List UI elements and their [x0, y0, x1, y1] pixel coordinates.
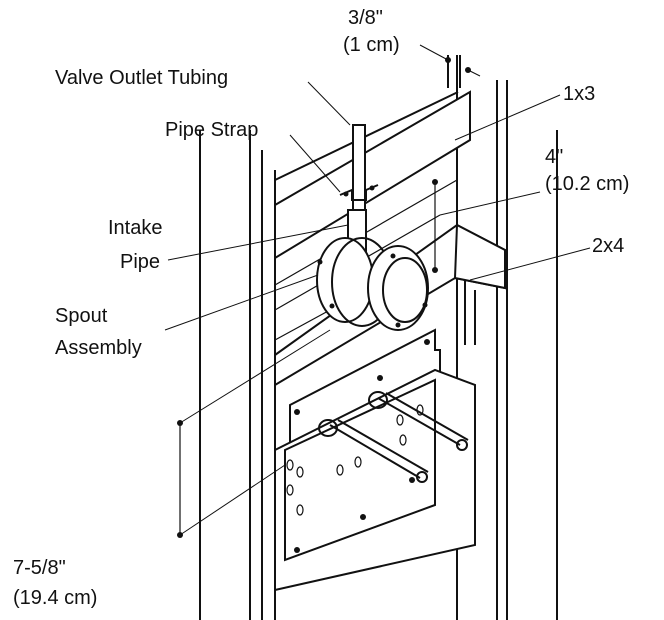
- leader-lines: [164, 81, 591, 331]
- text-labels: 3/8" (1 cm) Valve Outlet Tubing 1x3 Pipe…: [13, 7, 629, 609]
- label-four-cm: (10.2 cm): [545, 173, 629, 195]
- label-pipe-strap: Pipe Strap: [165, 119, 258, 141]
- label-gap-in: 3/8": [348, 7, 383, 29]
- plate-holes: [286, 339, 430, 553]
- left-stud: [199, 130, 276, 620]
- label-valve-outlet-tubing: Valve Outlet Tubing: [55, 67, 228, 89]
- threaded-rods: [318, 391, 469, 483]
- dimension-4in: [432, 179, 438, 273]
- label-height-cm: (19.4 cm): [13, 587, 97, 609]
- label-height-in: 7-5/8": [13, 557, 66, 579]
- label-spout-line2: Assembly: [55, 337, 142, 359]
- spout-assembly: [316, 209, 429, 331]
- pipe-strap: [339, 184, 379, 201]
- label-four-in: 4": [545, 146, 563, 168]
- label-one-by-three: 1x3: [563, 83, 595, 105]
- label-gap-cm: (1 cm): [343, 34, 400, 56]
- label-spout-line1: Spout: [55, 305, 108, 327]
- dimension-7-5-8in: [177, 329, 331, 538]
- dimension-3-8in: [419, 44, 481, 77]
- label-intake-line1: Intake: [108, 217, 162, 239]
- label-two-by-four: 2x4: [592, 235, 624, 257]
- one-by-three-board: [274, 90, 471, 260]
- label-intake-line2: Pipe: [120, 251, 160, 273]
